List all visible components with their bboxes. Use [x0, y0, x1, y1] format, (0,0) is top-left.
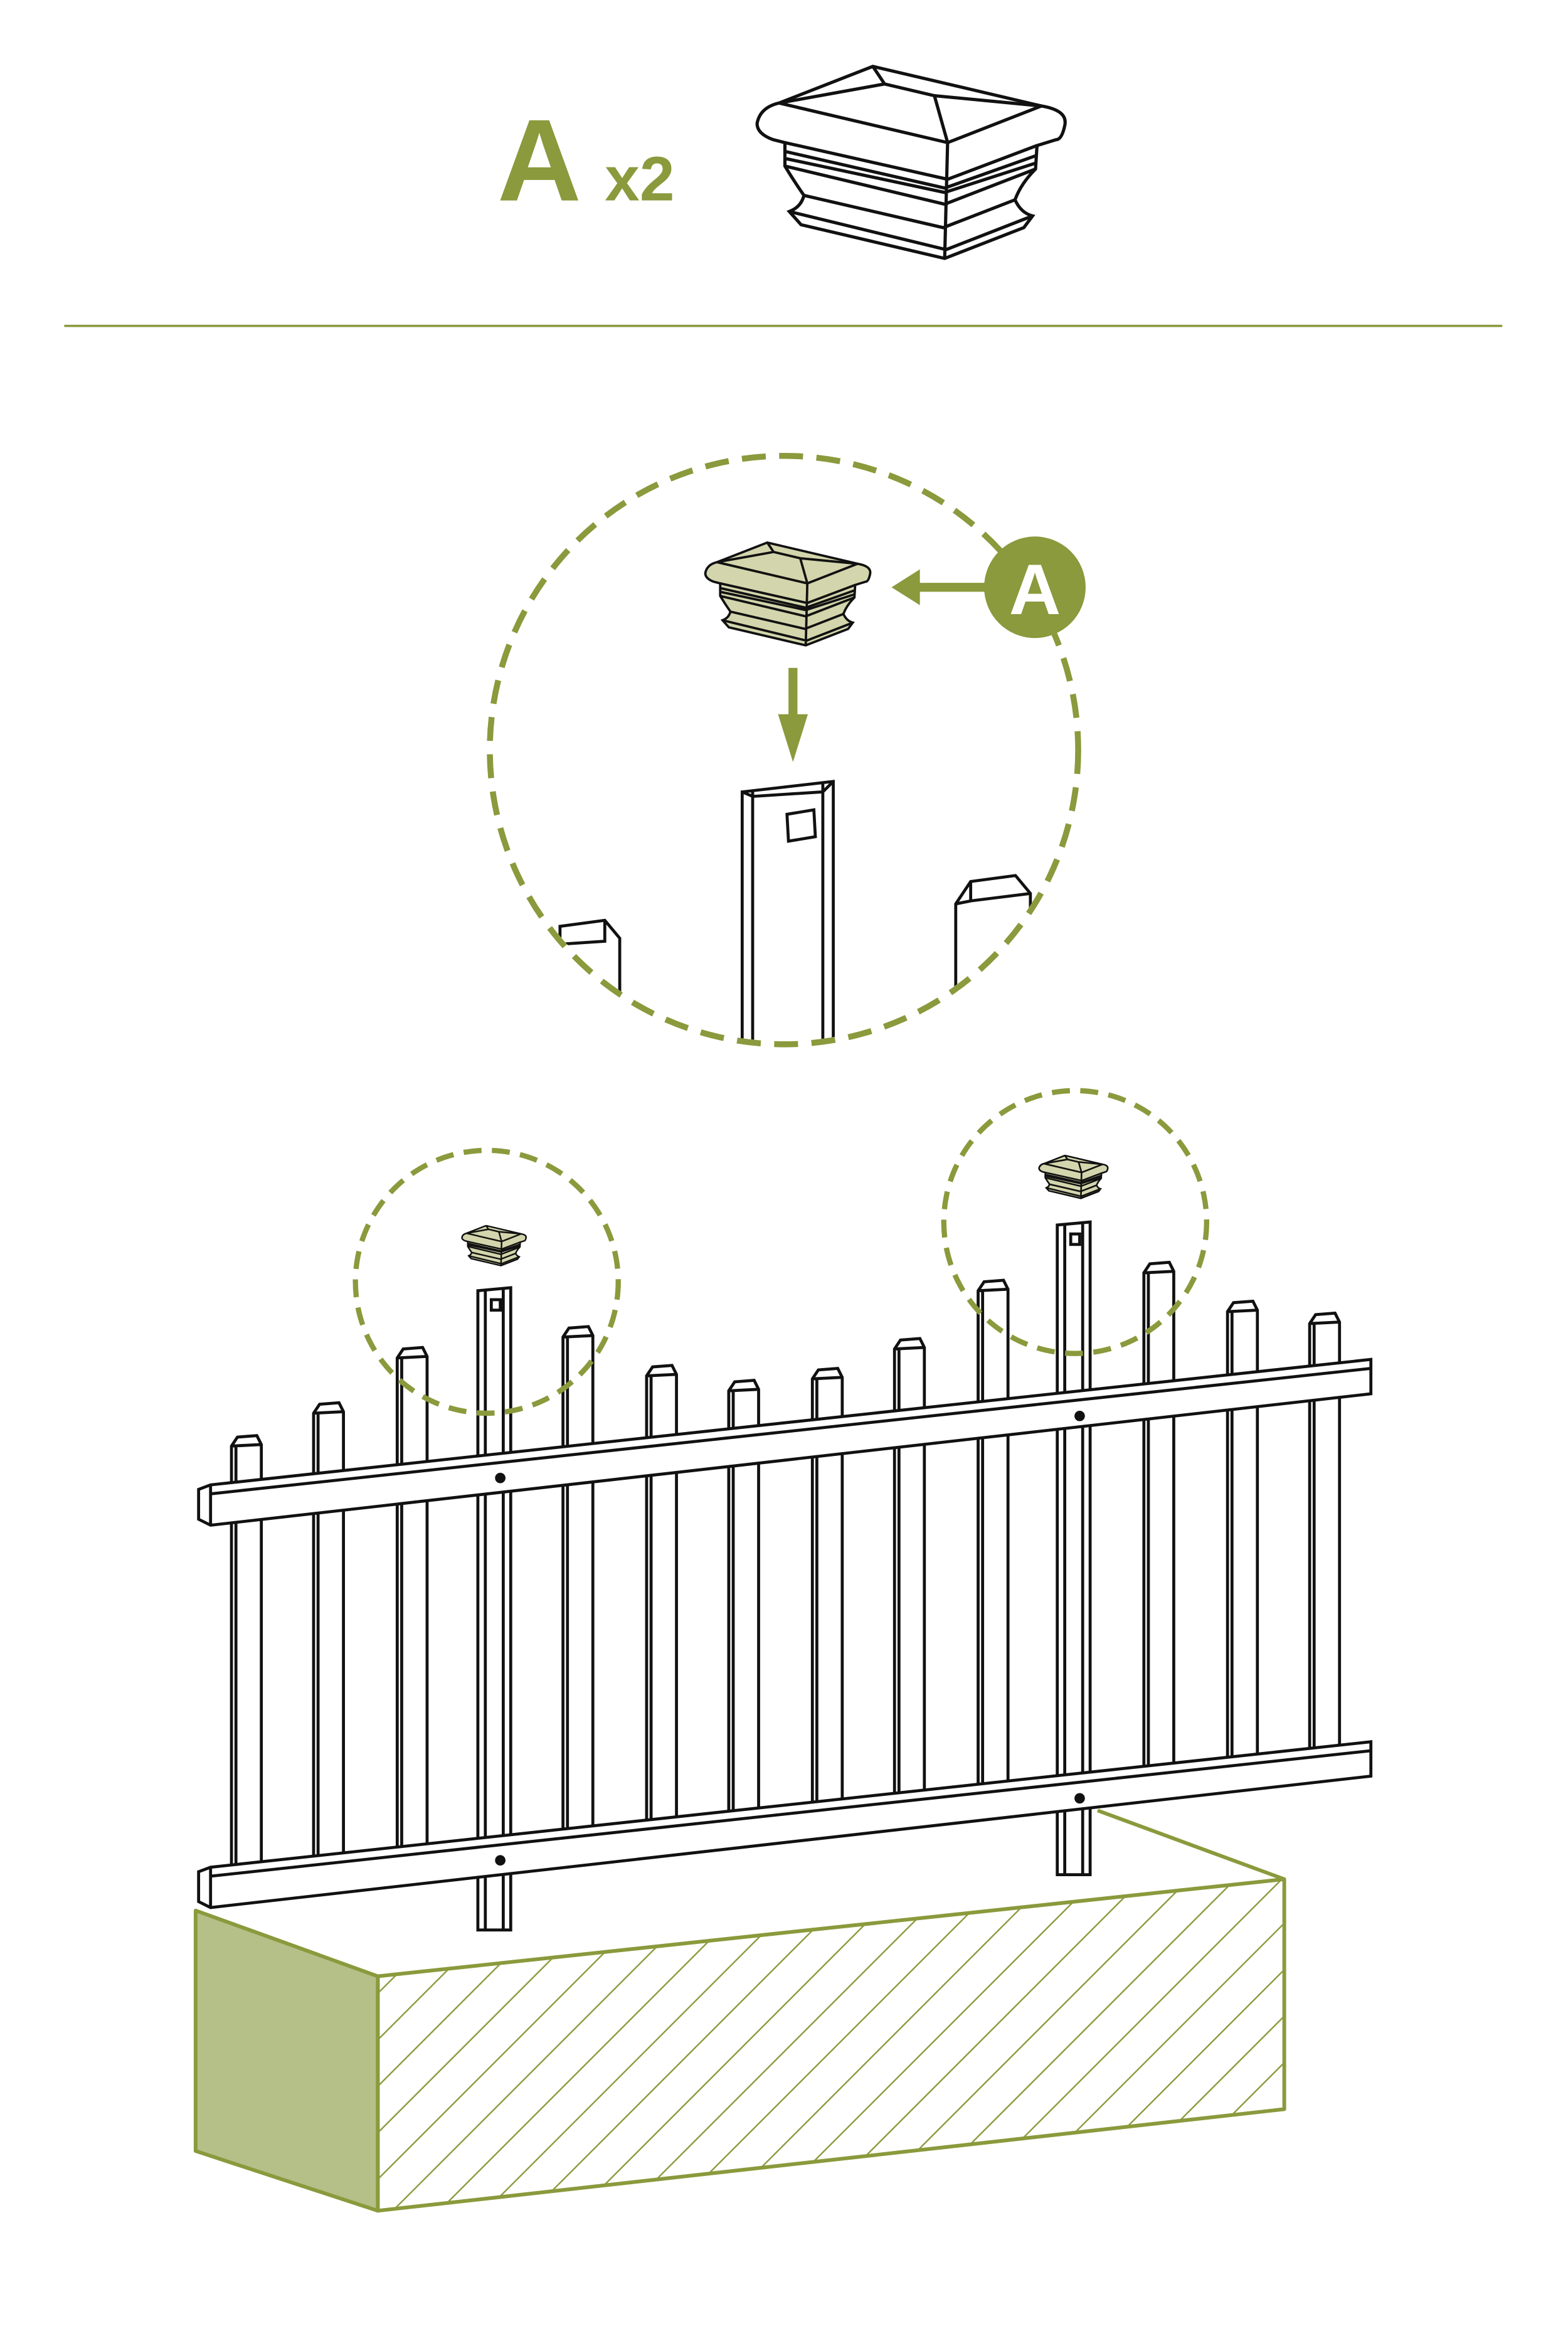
- post-detail: [740, 780, 835, 1042]
- post-cap-left: [461, 1224, 527, 1266]
- post-cap-detail: [704, 541, 872, 647]
- post-cap-illustration: [757, 66, 1065, 258]
- fence-picket: [977, 1278, 1010, 1793]
- detail-view: A: [487, 452, 1086, 1048]
- rail-screw: [495, 1472, 506, 1484]
- part-badge-letter: A: [1009, 550, 1061, 630]
- part-badge: [984, 536, 1086, 639]
- post-cap-right: [1038, 1155, 1109, 1199]
- fence-picket: [1142, 1260, 1175, 1775]
- part-letter: A: [497, 96, 581, 226]
- picket-left-detail: [558, 918, 622, 1042]
- fence-post: [1056, 1220, 1092, 1876]
- fence-panel: [197, 1220, 1373, 1932]
- left-arrow-icon: [891, 569, 989, 605]
- fence-picket: [645, 1364, 678, 1829]
- post-hole: [785, 808, 817, 843]
- down-arrow-icon: [778, 667, 808, 762]
- fence-picket: [561, 1325, 595, 1837]
- fence-post: [476, 1286, 512, 1932]
- fence-picket: [1226, 1299, 1259, 1766]
- ground-block: [193, 1808, 1286, 2213]
- detail-circle-left: [352, 1147, 621, 1416]
- detail-circle: [487, 452, 1081, 1048]
- bottom-rail: [197, 1740, 1373, 1909]
- detail-circle-right: [941, 1088, 1209, 1356]
- rail-screw: [1074, 1411, 1085, 1421]
- fence-picket: [395, 1346, 429, 1855]
- top-rail: [197, 1357, 1373, 1527]
- post-hole: [489, 1298, 502, 1312]
- rail-screw: [1074, 1793, 1085, 1804]
- part-quantity: x2: [605, 144, 674, 215]
- rail-screw: [495, 1855, 506, 1866]
- post-hole: [1069, 1232, 1081, 1246]
